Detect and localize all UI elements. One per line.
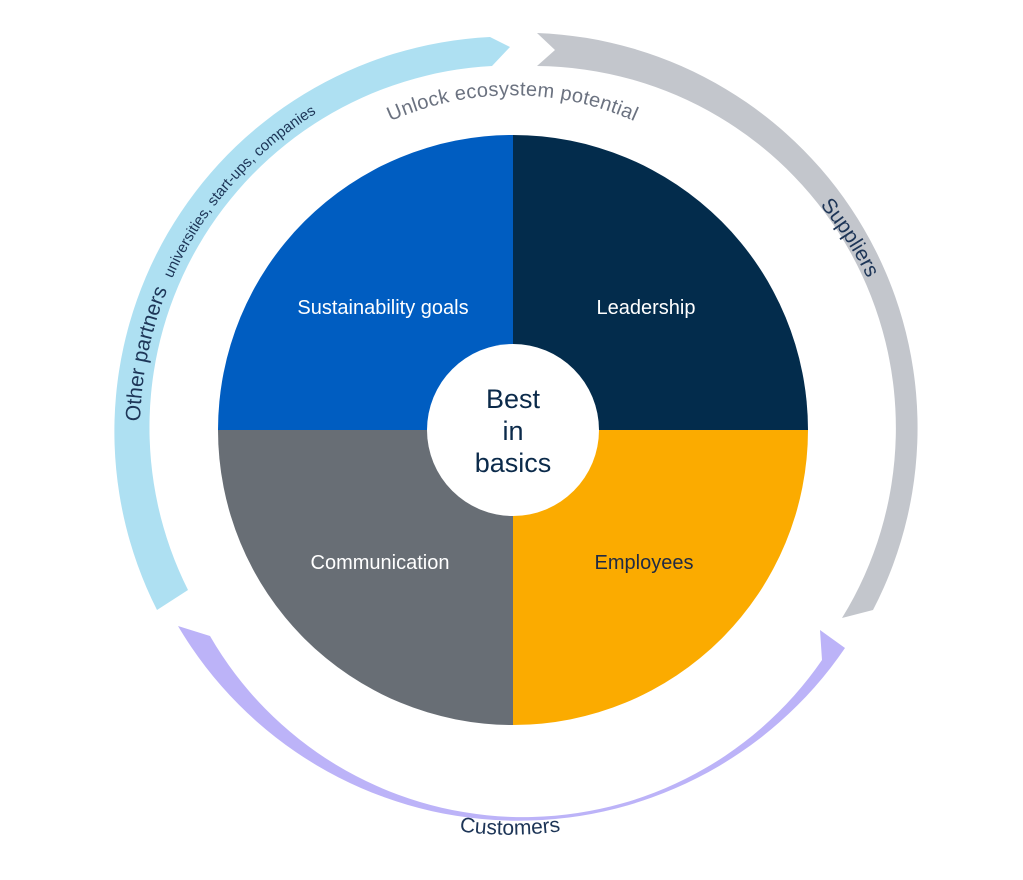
quadrant-leadership [513, 135, 808, 430]
quadrant-sustainability [218, 135, 513, 430]
customers-label: Customers [459, 813, 562, 839]
quadrant-label-communication: Communication [311, 552, 450, 574]
arc-title: Unlock ecosystem potential [384, 78, 642, 126]
quadrant-employees [513, 430, 808, 725]
other-partners-arrow [114, 37, 510, 610]
center-label-line-2: in [502, 416, 523, 446]
quadrant-label-sustainability: Sustainability goals [297, 297, 468, 319]
customers-arrow [178, 626, 845, 821]
quadrant-label-leadership: Leadership [597, 297, 696, 319]
center-circle [427, 344, 599, 516]
quadrant-communication [218, 430, 513, 725]
quadrant-label-employees: Employees [595, 552, 694, 574]
center-label-line-1: Best [486, 384, 541, 414]
center-label-line-3: basics [475, 448, 552, 478]
suppliers-arrow [537, 33, 918, 618]
